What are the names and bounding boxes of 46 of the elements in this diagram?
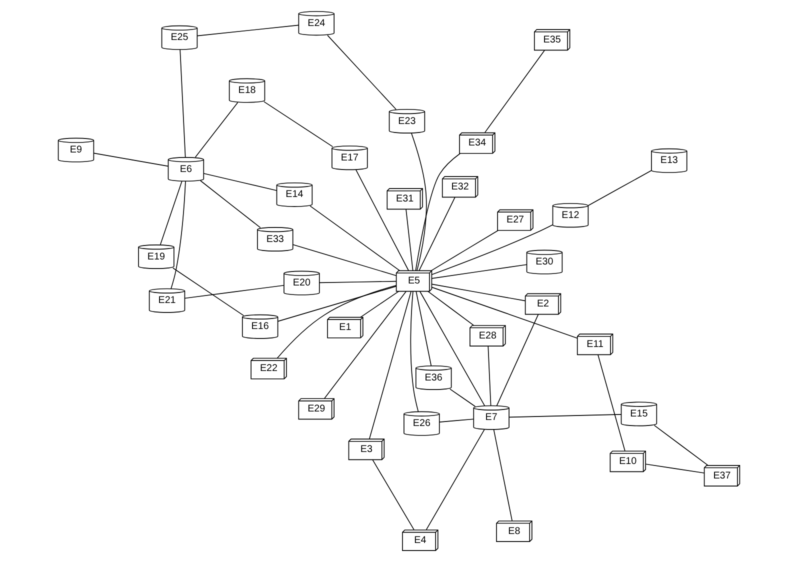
- connector: [180, 49, 186, 158]
- connector: [439, 418, 474, 422]
- connector: [598, 354, 626, 452]
- connector: [292, 244, 397, 276]
- connector: [170, 180, 186, 290]
- connector: [427, 290, 474, 326]
- connector: [327, 34, 396, 110]
- connector: [493, 429, 513, 522]
- connector: [410, 291, 419, 412]
- connector: [450, 388, 476, 407]
- connector: [416, 290, 432, 366]
- connector: [160, 180, 182, 245]
- connector: [415, 153, 461, 271]
- connector: [264, 101, 334, 148]
- connector: [484, 50, 545, 133]
- connector: [645, 464, 705, 474]
- connector: [324, 291, 406, 399]
- connector: [588, 170, 652, 206]
- connector: [194, 102, 238, 158]
- connector: [184, 284, 284, 299]
- connector: [432, 284, 526, 302]
- connector: [372, 459, 414, 530]
- connector: [488, 346, 492, 406]
- connector: [203, 173, 277, 191]
- connector: [431, 224, 553, 275]
- connector: [276, 285, 397, 359]
- connector: [420, 291, 486, 406]
- connector: [432, 286, 578, 338]
- connector: [319, 280, 397, 284]
- connector: [93, 152, 168, 167]
- connector: [426, 429, 485, 530]
- connector: [172, 268, 244, 316]
- connector: [197, 24, 299, 36]
- connector: [360, 290, 400, 318]
- connector: [508, 414, 622, 418]
- connector: [654, 424, 708, 466]
- connector: [368, 291, 412, 440]
- connector: [355, 169, 409, 271]
- connector: [406, 208, 414, 272]
- connector: [430, 230, 498, 272]
- connector: [418, 196, 456, 271]
- connector: [310, 206, 400, 271]
- connector: [431, 264, 528, 279]
- connector: [200, 180, 261, 228]
- connector: [496, 314, 539, 406]
- connector: [411, 132, 427, 271]
